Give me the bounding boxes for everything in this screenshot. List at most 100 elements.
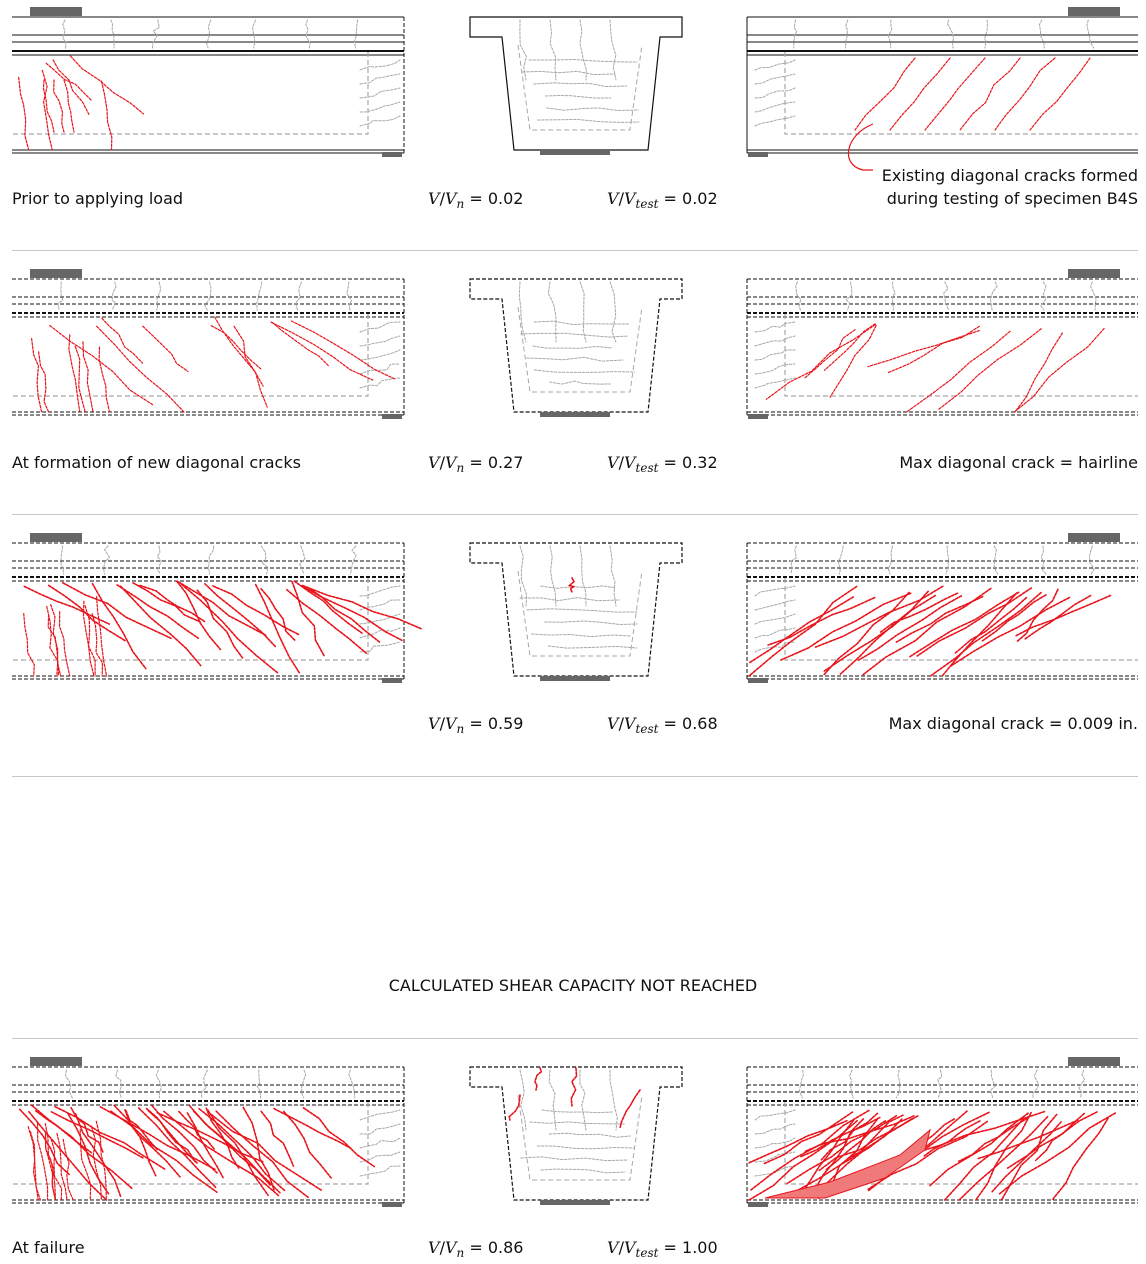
cross-section-outline [469,542,683,677]
diagonal-crack [795,1117,913,1192]
failure-zone [764,1128,931,1199]
diagonal-crack [786,1115,898,1185]
existing-crack [519,545,528,607]
diagonal-crack [116,584,200,639]
stage-3-left-elevation [12,533,423,683]
diagonal-crack [18,1108,71,1176]
existing-crack [529,1121,627,1125]
existing-crack [837,545,844,575]
diagonal-crack [748,1119,858,1201]
existing-crack [1040,281,1048,311]
existing-crack [1090,281,1097,311]
stage-1-cross-section [469,16,683,155]
existing-crack [547,281,557,343]
support-bearing [748,152,768,157]
diagonal-crack [110,1110,218,1193]
flexural-crack [62,1138,74,1201]
diagonal-crack [35,1110,93,1154]
stirrup-outline [12,52,369,135]
flexural-crack [82,600,95,677]
existing-crack [103,545,111,575]
existing-crack [579,19,587,81]
existing-crack [359,321,401,333]
diagonal-crack [54,1105,167,1171]
existing-crack [359,335,401,347]
stage-4-right-elevation [746,1057,1138,1207]
existing-crack [111,281,117,311]
diagonal-crack [273,1107,353,1150]
existing-crack [754,641,796,653]
diagonal-crack [749,1109,870,1192]
existing-crack [299,545,306,575]
existing-crack [1038,19,1045,49]
diagonal-crack [1013,327,1105,413]
diagonal-crack [814,585,944,648]
diagonal-crack [207,1109,269,1197]
diagonal-crack [804,329,856,379]
existing-crack [609,19,617,81]
diagonal-crack [998,1112,1117,1195]
existing-crack [260,545,269,575]
existing-crack [989,281,998,311]
diagonal-crack [886,325,980,374]
support-bearing [540,1200,610,1205]
existing-crack [348,1069,356,1099]
existing-crack [540,1168,626,1174]
divider-4 [12,1038,1138,1039]
diagonal-crack [196,589,244,660]
stage-2-vtest-ratio: V/Vtest = 0.32 [607,453,718,476]
load-plate [1068,7,1120,16]
existing-crack [945,545,950,575]
existing-crack [359,349,401,361]
existing-crack [200,1069,208,1099]
existing-crack [609,1069,618,1131]
diagonal-crack [879,592,959,633]
stage-3-cross-section [469,542,683,681]
support-bearing [382,152,402,157]
diagonal-crack [300,585,404,642]
cross-section-outline [469,278,683,413]
diagonal-crack [156,1112,264,1163]
existing-crack [754,59,796,71]
diagonal-crack [113,1104,181,1178]
diagonal-crack [867,1120,988,1190]
existing-crack [549,380,611,385]
flexural-crack [68,334,81,413]
flexural-crack [41,69,53,151]
diagonal-crack [1052,1117,1109,1200]
support-bearing [540,150,610,155]
existing-crack [531,633,631,638]
existing-crack [547,645,638,649]
diagonal-crack [950,596,1071,667]
diagonal-crack [908,591,1020,658]
flexural-crack [98,346,111,413]
diagonal-crack [906,330,1011,413]
stage-1-vtest-ratio: V/Vtest = 0.02 [607,189,718,212]
existing-crack [533,320,631,326]
existing-crack [548,1132,631,1138]
existing-crack [891,281,896,311]
existing-crack [533,82,628,88]
existing-crack [946,19,954,49]
stirrup-outline [784,1102,1138,1185]
diagonal-crack [1006,1111,1098,1169]
existing-crack [110,19,115,49]
diagonal-crack [260,1110,295,1167]
diagonal-crack [823,323,876,371]
stage-2-right-elevation [746,269,1138,419]
stirrup-outline [12,1102,369,1185]
existing-crack [60,545,64,575]
existing-crack [359,1165,401,1177]
diagonal-crack [53,79,65,133]
existing-crack [156,545,162,575]
flexural-crack [74,345,86,413]
existing-crack [520,332,629,338]
load-plate [1068,269,1120,278]
flexural-crack [91,613,104,677]
stirrup-outline [12,314,369,397]
existing-crack [849,1069,854,1099]
existing-crack [754,613,796,625]
existing-crack [754,1151,796,1163]
existing-crack [64,1069,73,1099]
flexural-crack [38,351,50,413]
